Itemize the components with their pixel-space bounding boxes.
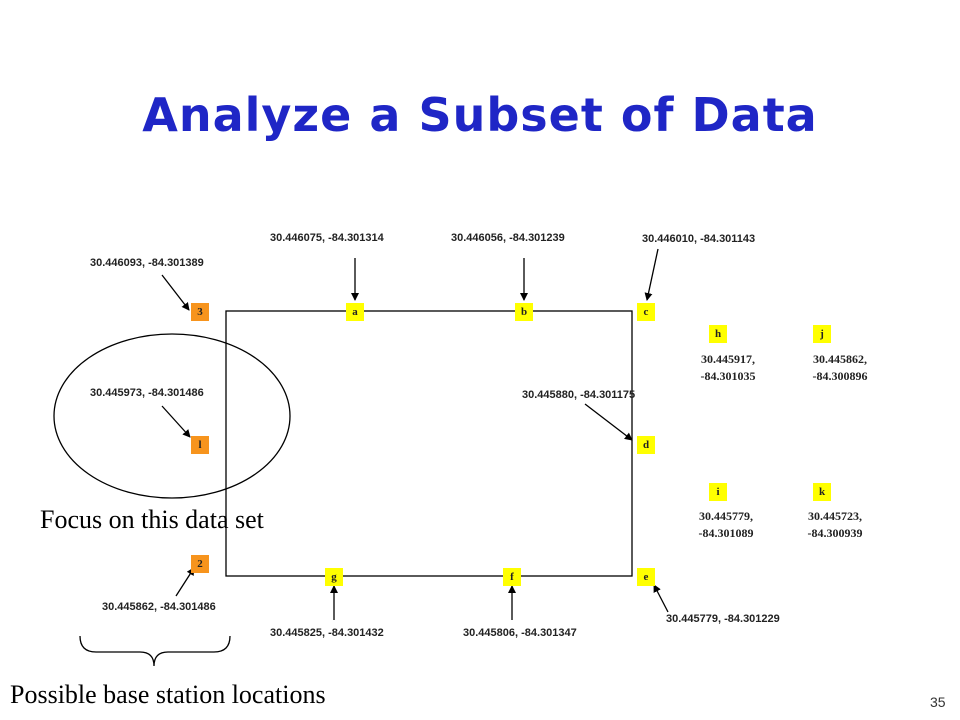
slide-number: 35: [930, 694, 946, 710]
node-h: h: [709, 325, 727, 343]
coord-j-lat: 30.445862,: [813, 352, 867, 366]
node-3: 3: [191, 303, 209, 321]
coord-3: 30.446093, -84.301389: [90, 257, 204, 269]
node-a: a: [346, 303, 364, 321]
slide-title: Analyze a Subset of Data: [142, 88, 818, 142]
focus-circle: [53, 333, 291, 499]
node-f: f: [503, 568, 521, 586]
node-k: k: [813, 483, 831, 501]
coord-h-lon: -84.301035: [700, 369, 756, 383]
coord-f: 30.445806, -84.301347: [463, 627, 577, 639]
node-i: i: [709, 483, 727, 501]
arrow-1: [161, 405, 191, 438]
node-g: g: [325, 568, 343, 586]
coord-l: 30.445973, -84.301486: [90, 387, 204, 399]
base-station-brace: [79, 635, 231, 667]
coord-h: 30.445917, -84.301035: [683, 351, 773, 385]
coord-c: 30.446010, -84.301143: [642, 233, 756, 245]
coord-a: 30.446075, -84.301314: [270, 232, 384, 244]
coord-d: 30.445880, -84.301175: [522, 389, 636, 401]
arrow-e: [653, 584, 669, 613]
node-j: j: [813, 325, 831, 343]
coord-j: 30.445862, -84.300896: [795, 351, 885, 385]
coord-k: 30.445723, -84.300939: [785, 508, 885, 542]
route-rectangle: [225, 310, 633, 577]
node-e: e: [637, 568, 655, 586]
coord-k-lat: 30.445723,: [808, 509, 862, 523]
arrow-3: [161, 274, 190, 311]
node-d: d: [637, 436, 655, 454]
coord-j-lon: -84.300896: [812, 369, 868, 383]
node-b: b: [515, 303, 533, 321]
node-c: c: [637, 303, 655, 321]
coord-k-lon: -84.300939: [807, 526, 863, 540]
node-l: l: [191, 436, 209, 454]
coord-i: 30.445779, -84.301089: [676, 508, 776, 542]
coord-2: 30.445862, -84.301486: [102, 601, 216, 613]
coord-h-lat: 30.445917,: [701, 352, 755, 366]
coord-e: 30.445779, -84.301229: [666, 613, 780, 625]
node-2: 2: [191, 555, 209, 573]
base-station-label: Possible base station locations: [10, 680, 326, 709]
coord-i-lat: 30.445779,: [699, 509, 753, 523]
coord-g: 30.445825, -84.301432: [270, 627, 384, 639]
arrow-c: [644, 248, 659, 301]
coord-b: 30.446056, -84.301239: [451, 232, 565, 244]
focus-label: Focus on this data set: [40, 505, 264, 534]
coord-i-lon: -84.301089: [698, 526, 754, 540]
arrow-d: [584, 403, 633, 441]
